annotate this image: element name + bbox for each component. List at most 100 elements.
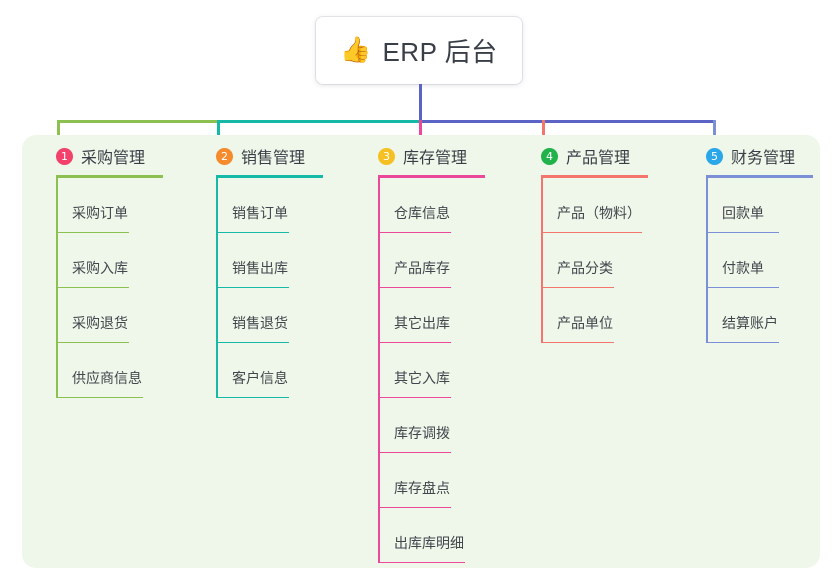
list-item-label: 库存调拨: [394, 425, 450, 441]
list-item-rule: [216, 341, 289, 343]
column-header-rule: [216, 175, 323, 178]
list-item[interactable]: 付款单: [690, 233, 835, 288]
list-item-label: 其它出库: [394, 315, 450, 331]
list-item-label: 客户信息: [232, 370, 288, 386]
list-item-rule: [378, 561, 465, 563]
list-item-label: 回款单: [722, 205, 764, 221]
column-title: 产品管理: [566, 150, 631, 167]
list-item-label: 付款单: [722, 260, 764, 276]
number-badge-icon: 5: [706, 147, 723, 165]
root-node-content: 👍 ERP 后台: [340, 32, 497, 69]
list-item-rule: [378, 286, 451, 288]
column-items: 产品（物料） 产品分类产品单位: [525, 178, 670, 343]
list-item[interactable]: 库存调拨: [362, 398, 507, 453]
column-header-4[interactable]: 4 产品管理: [525, 143, 670, 169]
column-title: 采购管理: [81, 150, 146, 167]
list-item-rule: [541, 341, 614, 343]
list-item-label: 产品分类: [557, 260, 613, 276]
list-item[interactable]: 采购入库: [40, 233, 185, 288]
drop-line-4: [542, 120, 545, 148]
list-item-rule: [216, 231, 289, 233]
list-item-label: 采购入库: [72, 260, 128, 276]
drop-line-3: [419, 120, 422, 148]
list-item[interactable]: 采购订单: [40, 178, 185, 233]
list-item[interactable]: 销售出库: [200, 233, 345, 288]
column-spine-line: [378, 178, 380, 563]
list-item[interactable]: 客户信息: [200, 343, 345, 398]
column-5: 5 财务管理回款单付款单结算账户: [690, 143, 835, 343]
list-item-rule: [56, 286, 129, 288]
list-item-label: 采购订单: [72, 205, 128, 221]
list-item-rule: [541, 231, 642, 233]
list-item[interactable]: 采购退货: [40, 288, 185, 343]
list-item[interactable]: 销售退货: [200, 288, 345, 343]
trunk-line: [419, 84, 422, 123]
list-item[interactable]: 产品库存: [362, 233, 507, 288]
drop-line-1: [57, 120, 60, 148]
list-item[interactable]: 仓库信息: [362, 178, 507, 233]
column-title: 财务管理: [731, 150, 796, 167]
list-item[interactable]: 出库库明细: [362, 508, 507, 563]
list-item-rule: [706, 341, 779, 343]
column-4: 4 产品管理产品（物料） 产品分类产品单位: [525, 143, 670, 343]
list-item-label: 结算账户: [722, 315, 778, 331]
list-item[interactable]: 库存盘点: [362, 453, 507, 508]
list-item[interactable]: 其它入库: [362, 343, 507, 398]
column-spine-line: [216, 178, 218, 398]
list-item-rule: [541, 286, 614, 288]
column-items: 回款单付款单结算账户: [690, 178, 835, 343]
list-item-rule: [706, 286, 779, 288]
list-item-label: 仓库信息: [394, 205, 450, 221]
column-spine-line: [56, 178, 58, 398]
column-spine-line: [706, 178, 708, 343]
thumbs-up-icon: 👍: [340, 36, 372, 64]
list-item-label: 销售订单: [232, 205, 288, 221]
number-badge-icon: 1: [56, 147, 73, 165]
column-spine-line: [541, 178, 543, 343]
list-item[interactable]: 回款单: [690, 178, 835, 233]
root-node-card[interactable]: 👍 ERP 后台: [316, 17, 522, 84]
column-header-rule: [56, 175, 163, 178]
drop-line-5: [713, 120, 716, 148]
number-badge-icon: 4: [541, 147, 558, 165]
list-item-rule: [378, 506, 451, 508]
column-header-2[interactable]: 2 销售管理: [200, 143, 345, 169]
list-item-rule: [56, 231, 129, 233]
list-item-rule: [216, 396, 289, 398]
list-item-label: 销售退货: [232, 315, 288, 331]
list-item[interactable]: 产品单位: [525, 288, 670, 343]
list-item-label: 产品库存: [394, 260, 450, 276]
list-item-rule: [378, 231, 451, 233]
column-header-5[interactable]: 5 财务管理: [690, 143, 835, 169]
list-item[interactable]: 销售订单: [200, 178, 345, 233]
diagram-panel: [22, 135, 820, 568]
list-item-rule: [378, 451, 451, 453]
list-item-label: 供应商信息: [72, 370, 142, 386]
list-item[interactable]: 结算账户: [690, 288, 835, 343]
column-header-1[interactable]: 1 采购管理: [40, 143, 185, 169]
column-header-rule: [378, 175, 485, 178]
column-header-rule: [541, 175, 648, 178]
column-2: 2 销售管理销售订单销售出库销售退货客户信息: [200, 143, 345, 398]
column-1: 1 采购管理采购订单采购入库采购退货供应商信息: [40, 143, 185, 398]
number-badge-icon: 2: [216, 147, 233, 165]
list-item[interactable]: 产品（物料）: [525, 178, 670, 233]
list-item[interactable]: 其它出库: [362, 288, 507, 343]
list-item-rule: [706, 231, 779, 233]
list-item-label: 销售出库: [232, 260, 288, 276]
bar-segment-right: [419, 120, 716, 123]
bar-segment-left: [57, 120, 220, 123]
list-item-rule: [56, 396, 143, 398]
list-item-label: 采购退货: [72, 315, 128, 331]
number-badge-icon: 3: [378, 147, 395, 165]
list-item[interactable]: 产品分类: [525, 233, 670, 288]
list-item-rule: [378, 396, 451, 398]
column-items: 仓库信息产品库存其它出库其它入库库存调拨库存盘点出库库明细: [362, 178, 507, 563]
list-item[interactable]: 供应商信息: [40, 343, 185, 398]
column-title: 销售管理: [241, 150, 306, 167]
list-item-rule: [216, 286, 289, 288]
list-item-label: 库存盘点: [394, 480, 450, 496]
list-item-label: 产品（物料）: [557, 205, 641, 221]
